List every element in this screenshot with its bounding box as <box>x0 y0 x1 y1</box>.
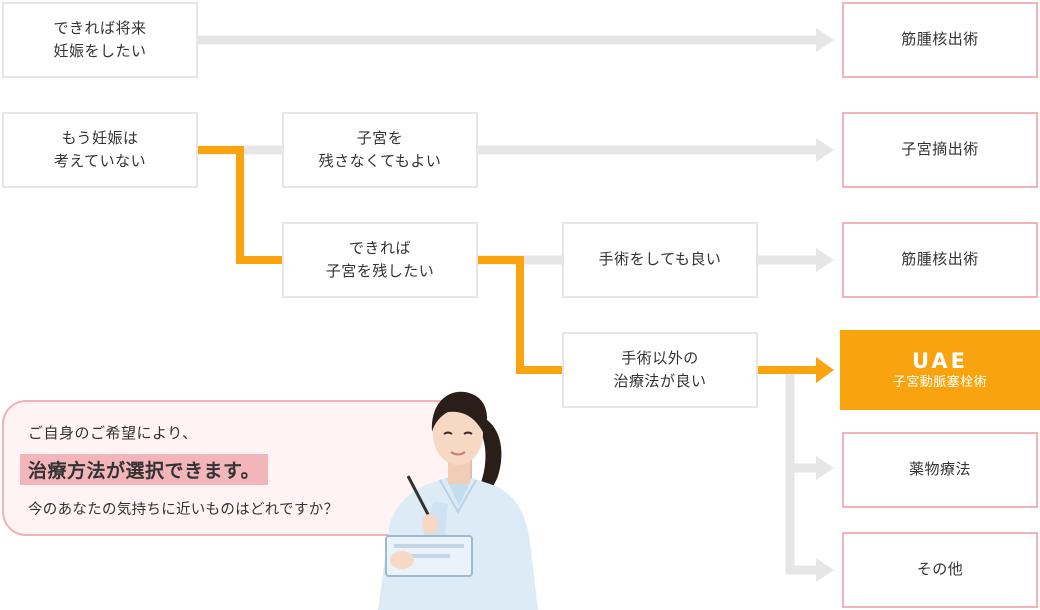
result-label: 筋腫核出術 <box>901 250 979 269</box>
result-uae-subtitle: 子宮動脈塞栓術 <box>892 375 988 391</box>
result-label: 子宮摘出術 <box>901 140 979 159</box>
node-surgery-ok: 手術をしても良い <box>562 222 758 298</box>
arrow-r5 <box>816 456 834 480</box>
node-text-line1: できれば <box>348 238 411 257</box>
connector-q6-r5 <box>785 370 818 473</box>
result-label: 薬物療法 <box>908 460 971 479</box>
result-uae[interactable]: UAE 子宮動脈塞栓術 <box>840 330 1040 410</box>
node-text-line2: 妊娠をしたい <box>53 42 147 60</box>
node-text-line2: 考えていない <box>53 152 147 170</box>
speech-line-1: ご自身のご希望により、 <box>28 424 198 442</box>
arrow-r2 <box>816 138 834 162</box>
arrow-r3 <box>816 248 834 272</box>
node-want-future-pregnancy: できれば将来 妊娠をしたい <box>2 2 198 78</box>
nurse-illustration <box>378 391 538 610</box>
node-no-more-pregnancy: もう妊娠は 考えていない <box>2 112 198 188</box>
result-other[interactable]: その他 <box>842 532 1038 608</box>
result-label: その他 <box>916 560 964 579</box>
node-text-line1: 手術以外の <box>621 348 699 367</box>
result-drug-therapy[interactable]: 薬物療法 <box>842 432 1038 508</box>
connector-q6-r6 <box>785 468 818 575</box>
result-myomectomy-1[interactable]: 筋腫核出術 <box>842 2 1038 78</box>
node-text-line2: 残さなくてもよい <box>318 152 442 170</box>
node-text-line1: もう妊娠は <box>61 128 139 147</box>
speech-highlight: 治療方法が選択できます。 <box>20 454 269 485</box>
node-uterus-removal-ok: 子宮を 残さなくてもよい <box>282 112 478 188</box>
result-uae-title: UAE <box>911 348 968 373</box>
node-text-line1: 子宮を <box>356 128 404 147</box>
node-text-line1: できれば将来 <box>53 18 147 37</box>
connector-highlight-q2-q4 <box>198 146 282 264</box>
connector-highlight-q4-q6 <box>478 256 562 374</box>
node-non-surgical: 手術以外の 治療法が良い <box>562 332 758 408</box>
node-text: 手術をしても良い <box>598 250 722 269</box>
node-keep-uterus: できれば 子宮を残したい <box>282 222 478 298</box>
arrow-r4 <box>816 357 834 383</box>
node-text-line2: 治療法が良い <box>613 372 707 390</box>
result-label: 筋腫核出術 <box>901 30 979 49</box>
arrow-r1 <box>816 28 834 52</box>
speech-line-3: 今のあなたの気持ちに近いものはどれですか？ <box>28 502 339 518</box>
result-hysterectomy[interactable]: 子宮摘出術 <box>842 112 1038 188</box>
speech-bubble: ご自身のご希望により、 治療方法が選択できます。 今のあなたの気持ちに近いものは… <box>2 400 472 536</box>
node-text-line2: 子宮を残したい <box>325 262 435 280</box>
result-myomectomy-2[interactable]: 筋腫核出術 <box>842 222 1038 298</box>
arrow-r6 <box>816 558 834 582</box>
